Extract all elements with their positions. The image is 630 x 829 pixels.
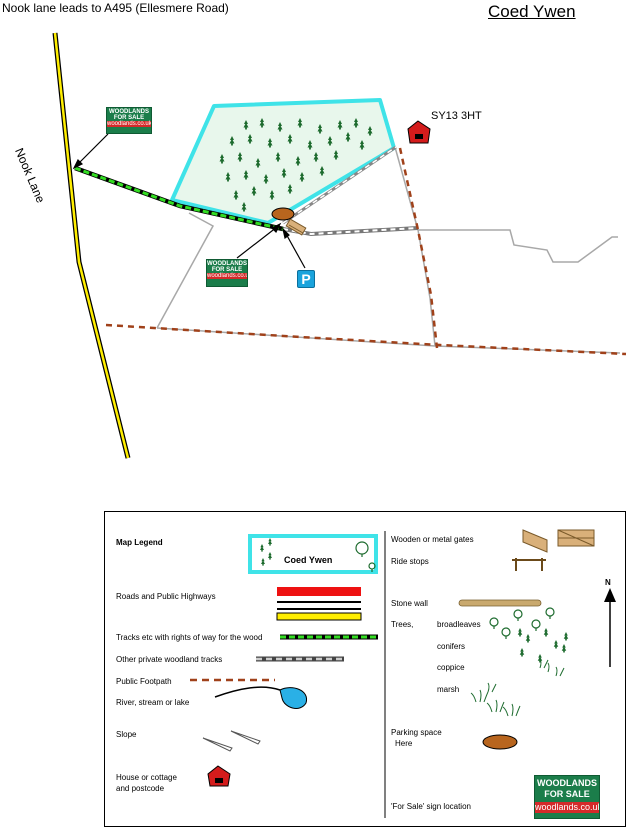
public-footpath: [105, 147, 627, 356]
map-title: Coed Ywen: [488, 2, 576, 21]
postcode-label: SY13 3HT: [431, 110, 482, 122]
conifer-icon: [317, 124, 323, 134]
nook-lane-road: [52, 32, 131, 459]
conifer-icon: [299, 172, 305, 182]
legend-broadleaves: broadleaves: [437, 620, 481, 629]
conifer-icon: [229, 136, 235, 146]
conifer-icon: [333, 150, 339, 160]
legend-parking-line2: Here: [395, 739, 413, 748]
sign-line2: FOR SALE: [211, 267, 243, 273]
legend-house: House or cottage and postcode: [116, 773, 177, 793]
house-icon: [407, 120, 431, 144]
parking-sign: P: [297, 270, 315, 288]
conifer-icon: [553, 640, 559, 649]
sign-line3: woodlands.co.uk: [107, 121, 152, 127]
sign-line2: FOR SALE: [113, 115, 145, 121]
private-woodland-track: [282, 145, 419, 237]
conifer-icon: [307, 140, 313, 150]
legend-footpath: Public Footpath: [116, 677, 172, 686]
north-label: N: [605, 578, 611, 587]
legend-coppice: coppice: [437, 663, 465, 672]
legend-river: River, stream or lake: [116, 698, 190, 707]
conifer-icon: [275, 152, 281, 162]
conifer-icon: [337, 120, 343, 130]
conifer-trees: [219, 118, 373, 212]
for-sale-sign-top: WOODLANDS FOR SALE woodlands.co.uk: [106, 107, 152, 134]
legend-private-tracks: Other private woodland tracks: [116, 655, 223, 664]
conifer-icon: [297, 118, 303, 128]
conifer-icon: [367, 126, 373, 136]
woodland-area: [170, 98, 396, 225]
conifer-icon: [517, 628, 523, 637]
legend-ride-stops: Ride stops: [391, 557, 429, 566]
conifer-icon: [241, 202, 247, 212]
sign-line3: woodlands.co.uk: [207, 273, 248, 279]
gate-icon: [285, 218, 307, 236]
conifer-icon: [268, 552, 272, 560]
conifer-icon: [260, 544, 264, 552]
conifer-icon: [267, 138, 273, 148]
sign-line1: WOODLANDS: [537, 778, 597, 788]
conifer-icon: [277, 122, 283, 132]
legend-roads: Roads and Public Highways: [116, 592, 216, 601]
conifer-icon: [263, 174, 269, 184]
conifer-icon: [247, 134, 253, 144]
conifer-icon: [259, 118, 265, 128]
parking-space: [271, 207, 295, 221]
conifer-icon: [287, 184, 293, 194]
legend-slope: Slope: [116, 730, 137, 739]
conifer-icon: [261, 558, 265, 566]
legend-parking-line1: Parking space: [391, 728, 442, 737]
conifer-icon: [225, 172, 231, 182]
legend-stone-wall: Stone wall: [391, 599, 428, 608]
conifer-icon: [345, 132, 351, 142]
sign-line1: WOODLANDS: [207, 261, 247, 267]
parking-symbol: P: [301, 271, 311, 287]
conifer-icon: [519, 648, 525, 657]
pointer-arrows: [72, 133, 306, 269]
conifer-icon: [353, 118, 359, 128]
conifer-icon: [233, 190, 239, 200]
conifer-icon: [281, 168, 287, 178]
conifer-icon: [313, 152, 319, 162]
conifer-icon: [287, 134, 293, 144]
for-sale-sign-parking: WOODLANDS FOR SALE woodlands.co.uk: [206, 259, 248, 287]
conifer-icon: [295, 156, 301, 166]
conifer-icon: [268, 538, 272, 546]
conifer-icon: [525, 634, 531, 643]
conifer-icon: [537, 654, 543, 663]
conifer-icon: [251, 186, 257, 196]
conifer-icon: [561, 644, 567, 653]
legend-title: Map Legend: [116, 538, 163, 547]
sign-line3: woodlands.co.uk: [535, 802, 600, 813]
conifer-icon: [243, 120, 249, 130]
conifer-icon: [255, 158, 261, 168]
sign-line2: FOR SALE: [544, 789, 590, 799]
legend-tracks-row: Tracks etc with rights of way for the wo…: [116, 633, 263, 642]
legend-wood-label: Coed Ywen: [284, 555, 333, 565]
legend-for-sale: 'For Sale' sign location: [391, 802, 471, 811]
header-note: Nook lane leads to A495 (Ellesmere Road): [2, 1, 229, 15]
conifer-icon: [237, 152, 243, 162]
conifer-icon: [327, 136, 333, 146]
conifer-icon: [319, 166, 325, 176]
conifer-icon: [219, 154, 225, 164]
for-sale-sign-legend: WOODLANDS FOR SALE woodlands.co.uk: [534, 775, 600, 819]
conifer-icon: [269, 190, 275, 200]
conifer-icon: [563, 632, 569, 641]
track-right-of-way: [74, 165, 284, 232]
map-legend: [104, 511, 626, 827]
sign-line1: WOODLANDS: [109, 109, 149, 115]
legend-graphics: [190, 529, 616, 818]
conifer-icon: [359, 140, 365, 150]
conifer-icon: [243, 170, 249, 180]
legend-conifers: conifers: [437, 642, 466, 651]
legend-marsh: marsh: [437, 685, 460, 694]
legend-gates: Wooden or metal gates: [391, 535, 474, 544]
conifer-icon: [543, 628, 549, 637]
legend-trees: Trees,: [391, 620, 414, 629]
